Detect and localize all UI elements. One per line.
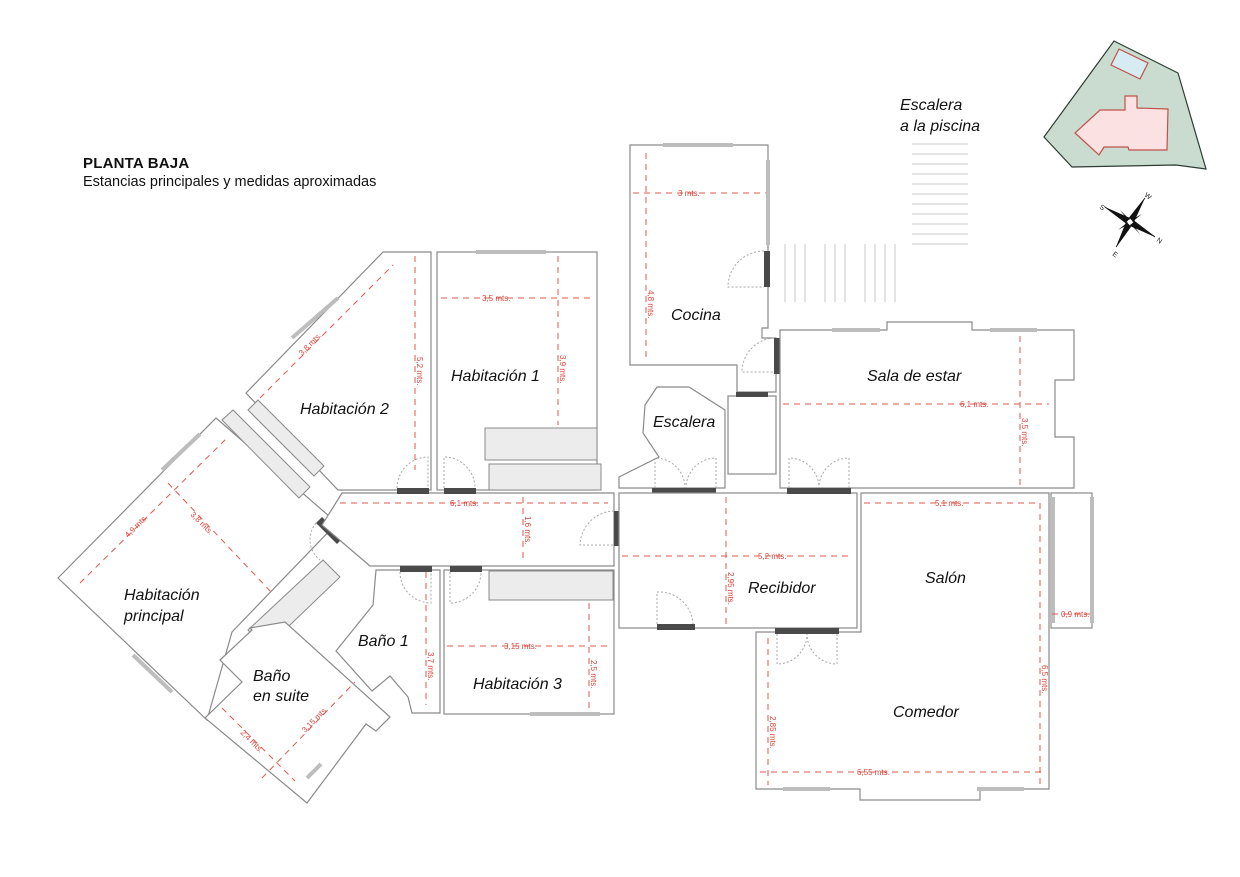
room-bano-1: 3,7 mts. Baño 1: [335, 566, 441, 714]
compass-w-label: W: [1143, 192, 1153, 202]
dim-cocina-width: 3 mts.: [678, 189, 700, 198]
closet-hallway: [488, 463, 602, 491]
dim-bano-1-length: 3,7 mts.: [426, 652, 435, 680]
dim-habitacion-1-width: 3,5 mts.: [482, 294, 510, 303]
terraza: [1050, 492, 1093, 629]
room-recibidor: 5,2 mts. 2,95 mts. Recibidor: [618, 492, 858, 630]
dim-cocina-length: 4,8 mts.: [646, 290, 655, 318]
closet-principal-top-1: [221, 409, 311, 499]
room-pantry: [727, 392, 777, 475]
label-sala-de-estar: Sala de estar: [867, 368, 962, 385]
closet-habitacion-1: [484, 427, 598, 461]
door-habitacion-1: [444, 488, 476, 494]
compass-rose-icon: W S N E: [1098, 192, 1163, 260]
room-habitacion-principal: 4,9 mts. 3,8 mts. Habitación principal: [57, 399, 343, 722]
plan-subtitle: Estancias principales y medidas aproxima…: [83, 174, 377, 190]
dim-habitacion-3-width: 3,15 mts.: [504, 642, 537, 651]
dim-habitacion-3-length: 2,5 mts.: [589, 660, 598, 688]
pool-stairs-horizontal: [912, 143, 968, 245]
label-habitacion-1: Habitación 1: [451, 368, 540, 385]
label-habitacion-3: Habitación 3: [473, 676, 562, 693]
dim-recibidor-width: 5,2 mts.: [758, 552, 786, 561]
room-pasillo: 6,1 mts. 1,6 mts.: [321, 492, 620, 567]
room-cocina: 3 mts. 4,8 mts. Cocina: [629, 143, 780, 393]
room-habitacion-3: 3,15 mts. 2,5 mts. Habitación 3: [443, 566, 615, 716]
plan-title: PLANTA BAJA: [83, 155, 190, 172]
label-cocina: Cocina: [671, 307, 721, 324]
room-escalera: Escalera: [618, 386, 726, 494]
room-salon-comedor: 5,1 mts. 6,5 mts. 0,9 mts. 6,55 mts. 2,8…: [755, 492, 1094, 801]
compass-n-label: N: [1155, 237, 1163, 246]
room-habitacion-1: 3,5 mts. 3,9 mts. Habitación 1: [436, 250, 602, 494]
label-salon: Salón: [925, 570, 966, 587]
dim-sala-width: 6,1 mts.: [960, 400, 988, 409]
dim-salon-width: 5,1 mts.: [935, 499, 963, 508]
label-habitacion-principal-1: Habitación: [124, 587, 200, 604]
label-habitacion-2: Habitación 2: [300, 401, 389, 418]
dim-recibidor-length: 2,95 mts.: [726, 572, 735, 605]
room-bano-suite: 2,4 mts. 3,15 mts. Baño en suite: [204, 621, 391, 804]
label-recibidor: Recibidor: [748, 580, 816, 597]
label-escalera-piscina-2: a la piscina: [900, 118, 980, 135]
room-sala-de-estar: 6,1 mts. 3,5 mts. Sala de estar: [779, 321, 1075, 494]
pool-outline: [1110, 48, 1149, 80]
room-habitacion-2: 3,8 mts. 5,2 mts. Habitación 2: [245, 251, 432, 494]
closet-habitacion-3: [488, 570, 614, 601]
door-habitacion-2: [397, 488, 429, 494]
dim-habitacion-2-length: 5,2 mts.: [415, 357, 424, 385]
dim-pasillo-width: 1,6 mts.: [523, 516, 532, 544]
label-escalera: Escalera: [653, 414, 715, 431]
label-escalera-piscina-1: Escalera: [900, 97, 962, 114]
title-block: PLANTA BAJA Estancias principales y medi…: [83, 155, 376, 191]
label-comedor: Comedor: [893, 704, 959, 721]
compass-e-label: E: [1111, 251, 1119, 260]
dim-comedor-width: 6,55 mts.: [857, 768, 890, 777]
pool-stairs-vertical: [784, 244, 896, 302]
dim-comedor-length: 2,85 mts.: [768, 716, 777, 749]
dim-salon-comedor-length: 6,5 mts.: [1040, 665, 1049, 693]
house-footprint: [1074, 95, 1169, 156]
dim-terraza-width: 0,9 mts.: [1061, 610, 1089, 619]
dim-pasillo-length: 6,1 mts.: [450, 499, 478, 508]
dim-habitacion-1-length: 3,9 mts.: [558, 355, 567, 383]
compass-s-label: S: [1098, 204, 1106, 213]
site-plan: [1043, 40, 1207, 170]
label-bano-suite-2: en suite: [253, 688, 309, 705]
label-habitacion-principal-2: principal: [123, 608, 184, 625]
label-bano-suite-1: Baño: [253, 668, 290, 685]
closet-principal-top-2: [247, 399, 325, 477]
dim-sala-length: 3,5 mts.: [1020, 418, 1029, 446]
label-bano-1: Baño 1: [358, 633, 409, 650]
